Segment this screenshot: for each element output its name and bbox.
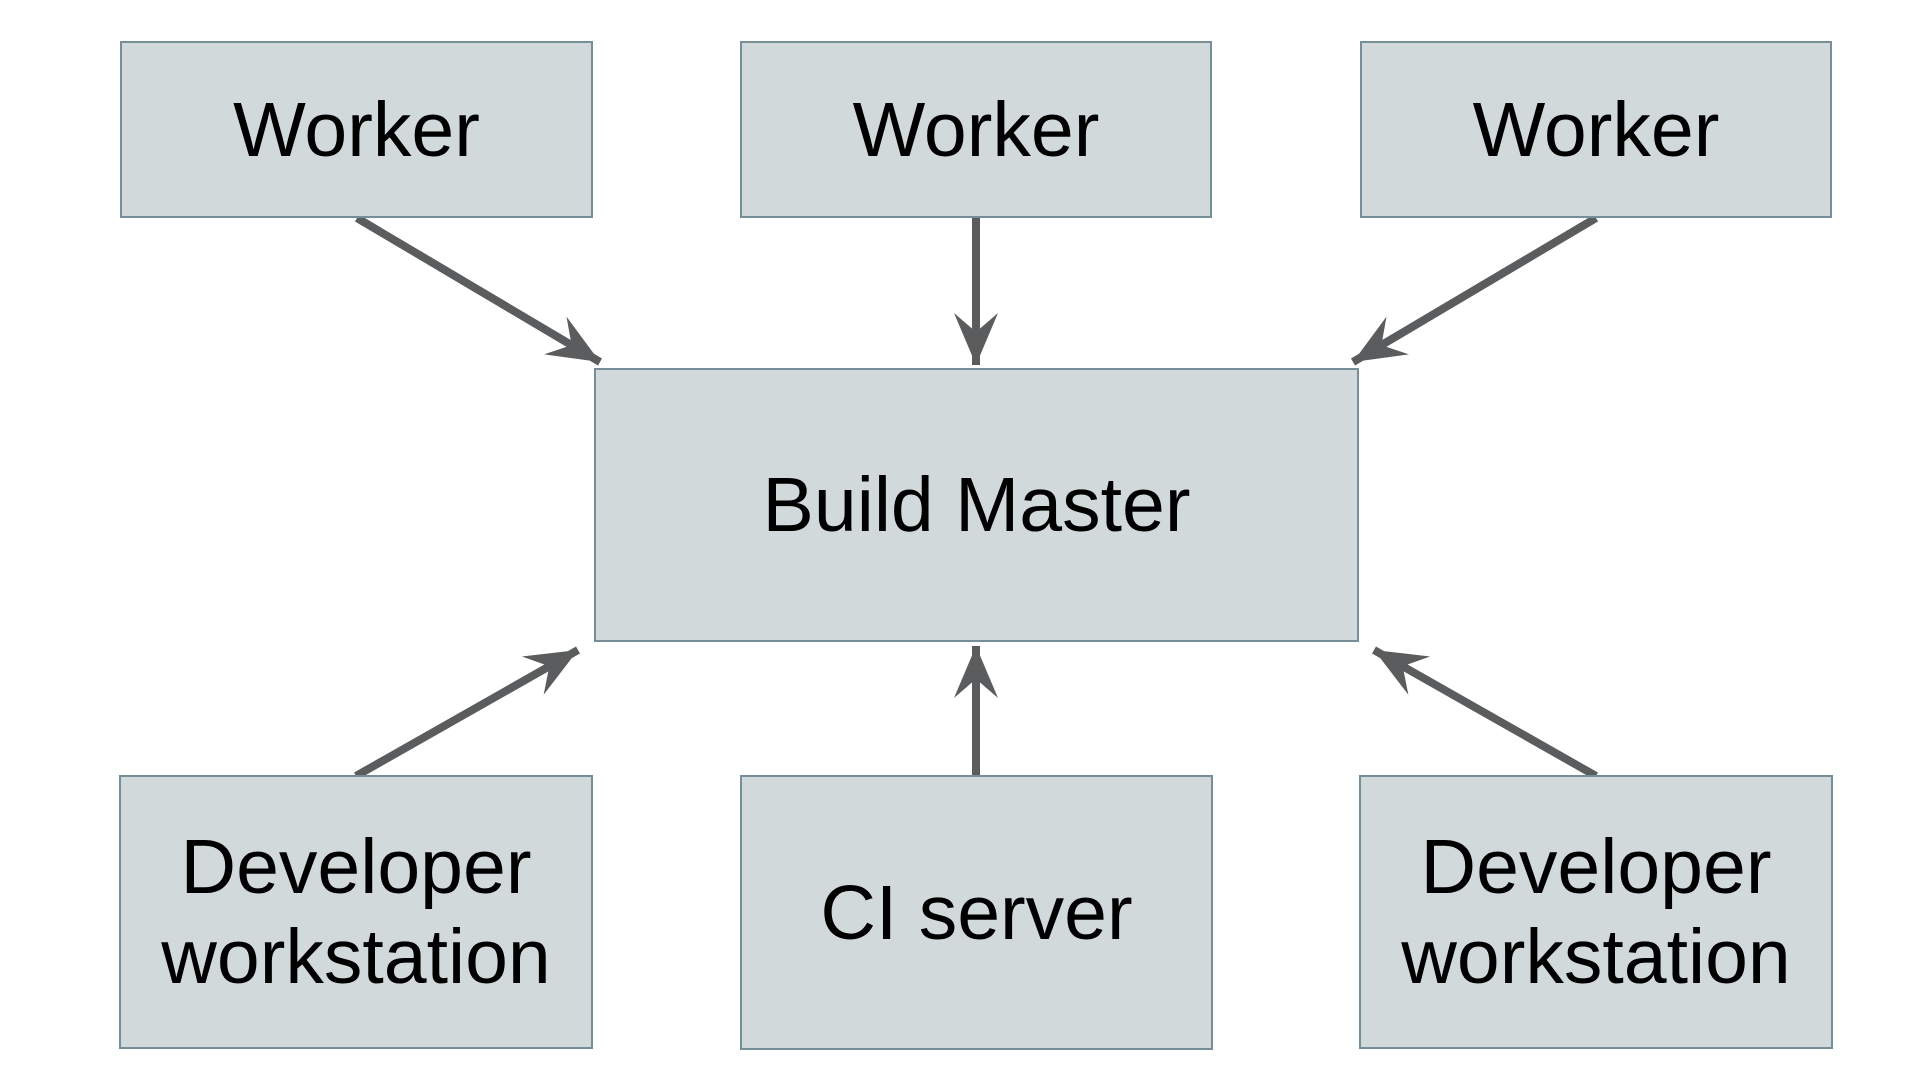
arrow-developer-workstation-left-to-build-master — [354, 646, 580, 780]
node-developer-workstation-left-label: Developer workstation — [161, 824, 551, 1000]
node-worker-top-center: Worker — [740, 41, 1212, 218]
arrow-worker-top-left-to-build-master — [354, 214, 603, 366]
node-developer-workstation-left: Developer workstation — [119, 775, 593, 1049]
arrow-developer-workstation-right-to-build-master — [1372, 646, 1598, 780]
node-developer-workstation-right-label: Developer workstation — [1401, 824, 1791, 1000]
node-developer-workstation-right: Developer workstation — [1359, 775, 1833, 1049]
node-build-master-label: Build Master — [762, 462, 1191, 548]
node-worker-top-center-label: Worker — [852, 86, 1100, 173]
node-ci-server: CI server — [740, 775, 1213, 1050]
node-build-master: Build Master — [594, 368, 1359, 642]
node-worker-top-left-label: Worker — [233, 86, 480, 173]
node-ci-server-label: CI server — [820, 869, 1133, 956]
node-worker-top-right-label: Worker — [1472, 86, 1720, 173]
node-worker-top-right: Worker — [1360, 41, 1832, 218]
node-worker-top-left: Worker — [120, 41, 593, 218]
arrow-worker-top-right-to-build-master — [1350, 214, 1599, 366]
